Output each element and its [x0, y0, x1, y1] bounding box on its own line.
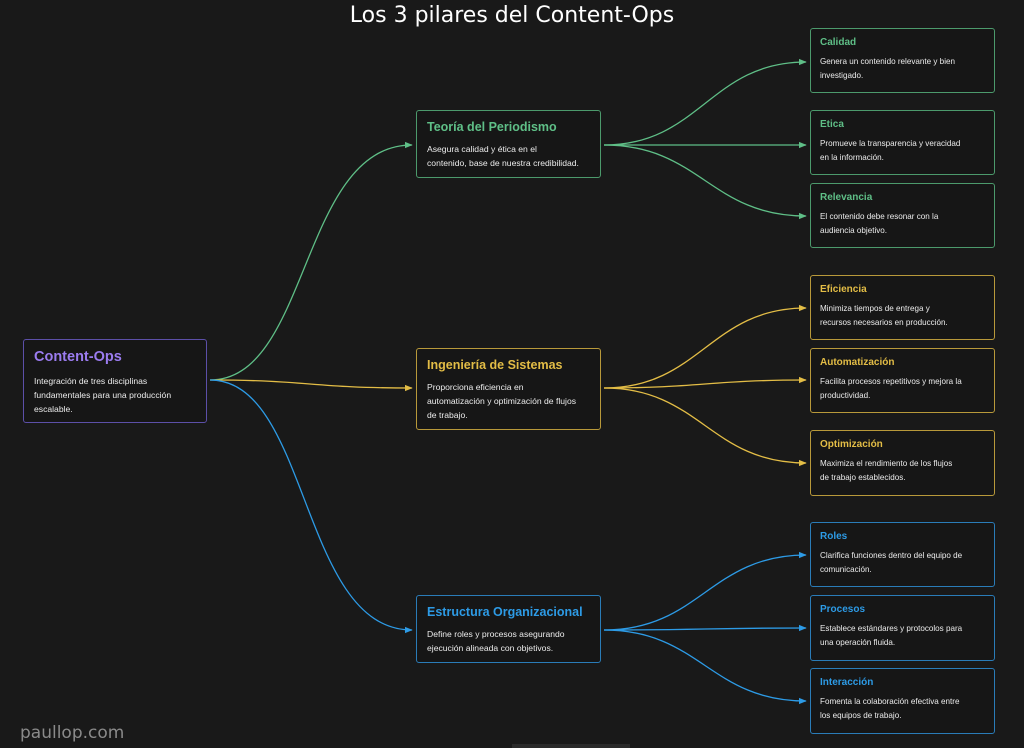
node-teoria-periodismo: Teoría del Periodismo Asegura calidad y …	[416, 110, 601, 178]
node-desc: Proporciona eficiencia en automatización…	[427, 382, 577, 420]
edge-ingenieria-automatizacion	[603, 376, 807, 389]
node-estructura-organizacional: Estructura Organizacional Define roles y…	[416, 595, 601, 663]
edge-ingenieria-optimizacion	[603, 387, 807, 467]
edge-root-estructura	[209, 379, 413, 634]
node-roles: Roles Clarifica funciones dentro del equ…	[810, 522, 995, 587]
node-title: Automatización	[820, 357, 895, 368]
edge-ingenieria-eficiencia	[603, 304, 807, 389]
node-ingenieria-sistemas: Ingeniería de Sistemas Proporciona efici…	[416, 348, 601, 430]
node-desc: Establece estándares y protocolos para u…	[820, 624, 963, 647]
node-desc: Genera un contenido relevante y bien inv…	[820, 57, 955, 80]
node-desc: El contenido debe resonar con la audienc…	[820, 212, 939, 235]
node-procesos: Procesos Establece estándares y protocol…	[810, 595, 995, 661]
edge-estructura-roles	[603, 551, 807, 631]
node-etica: Etica Promueve la transparencia y veraci…	[810, 110, 995, 175]
node-title: Ingeniería de Sistemas	[427, 358, 563, 372]
node-optimizacion: Optimización Maximiza el rendimiento de …	[810, 430, 995, 496]
edge-root-periodismo	[209, 141, 413, 381]
node-title: Interacción	[820, 677, 874, 688]
bottom-scroll-bar	[512, 744, 630, 748]
node-calidad: Calidad Genera un contenido relevante y …	[810, 28, 995, 93]
node-eficiencia: Eficiencia Minimiza tiempos de entrega y…	[810, 275, 995, 340]
watermark: paullop.com	[20, 723, 125, 743]
node-title: Procesos	[820, 604, 866, 615]
node-relevancia: Relevancia El contenido debe resonar con…	[810, 183, 995, 248]
node-title: Content-Ops	[34, 349, 122, 365]
node-title: Etica	[820, 119, 844, 130]
page-title: Los 3 pilares del Content-Ops	[349, 3, 675, 28]
node-desc: Promueve la transparencia y veracidad en…	[820, 139, 961, 162]
node-desc: Asegura calidad y ética en el contenido,…	[427, 144, 579, 168]
node-desc: Fomenta la colaboración efectiva entre l…	[820, 697, 960, 720]
node-desc: Integración de tres disciplinas fundamen…	[34, 376, 172, 414]
edge-estructura-procesos	[603, 624, 807, 632]
node-title: Calidad	[820, 37, 857, 48]
node-desc: Facilita procesos repetitivos y mejora l…	[820, 377, 962, 400]
edge-root-ingenieria	[209, 379, 413, 392]
node-title: Eficiencia	[820, 284, 867, 295]
node-interaccion: Interacción Fomenta la colaboración efec…	[810, 668, 995, 734]
node-desc: Minimiza tiempos de entrega y recursos n…	[820, 304, 948, 327]
node-title: Estructura Organizacional	[427, 605, 583, 619]
node-title: Roles	[820, 531, 848, 542]
node-title: Teoría del Periodismo	[427, 120, 557, 134]
node-automatizacion: Automatización Facilita procesos repetit…	[810, 348, 995, 413]
node-title: Optimización	[820, 439, 883, 450]
node-desc: Maximiza el rendimiento de los flujos de…	[820, 459, 953, 482]
edge-periodismo-calidad	[603, 58, 807, 146]
node-desc: Define roles y procesos asegurando ejecu…	[427, 629, 565, 653]
node-title: Relevancia	[820, 192, 873, 203]
node-content-ops: Content-Ops Integración de tres discipli…	[23, 339, 207, 423]
edge-estructura-interaccion	[603, 629, 807, 705]
edge-periodismo-relevancia	[603, 144, 807, 220]
node-desc: Clarifica funciones dentro del equipo de…	[820, 551, 963, 574]
